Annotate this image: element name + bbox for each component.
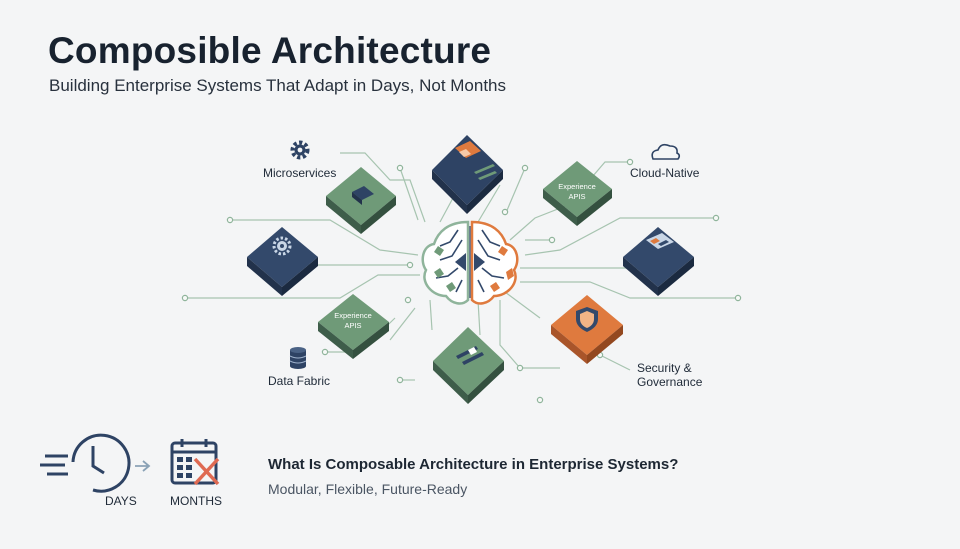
page-subtitle: Building Enterprise Systems That Adapt i… xyxy=(49,76,507,95)
brain-icon xyxy=(421,220,519,305)
database-icon xyxy=(289,347,307,369)
cross-icon xyxy=(193,457,220,486)
label-data-fabric: Data Fabric xyxy=(268,374,330,388)
tile-experience-bottom-line2: APIS xyxy=(344,321,361,330)
tile-microservices xyxy=(326,167,396,234)
label-microservices: Microservices xyxy=(263,166,336,180)
arrow-right-icon xyxy=(135,460,151,472)
tile-dashboard xyxy=(623,227,694,296)
label-security-line2: Governance xyxy=(637,375,703,389)
tile-security xyxy=(551,295,623,364)
question-title: What Is Composable Architecture in Enter… xyxy=(268,456,679,473)
months-label: MONTHS xyxy=(170,494,222,508)
tile-experience-apis-bottom: Experience APIS xyxy=(318,294,389,359)
tile-settings xyxy=(247,227,318,296)
page-title: Composible Architecture xyxy=(48,30,492,71)
gear-icon xyxy=(290,140,310,160)
tile-top-center xyxy=(432,135,503,214)
days-label: DAYS xyxy=(105,494,137,508)
label-security-line1: Security & xyxy=(637,361,692,375)
calendar-icon xyxy=(170,439,218,485)
tile-experience-top-line2: APIS xyxy=(568,192,585,201)
tagline: Modular, Flexible, Future-Ready xyxy=(268,481,468,497)
tile-experience-top-line1: Experience xyxy=(558,182,596,191)
tile-bottom-center xyxy=(433,327,504,404)
tile-experience-bottom-line1: Experience xyxy=(334,311,372,320)
clock-icon xyxy=(40,433,131,493)
tile-experience-apis-top: Experience APIS xyxy=(543,161,612,226)
label-cloud-native: Cloud-Native xyxy=(630,166,700,180)
cloud-icon xyxy=(651,143,681,160)
